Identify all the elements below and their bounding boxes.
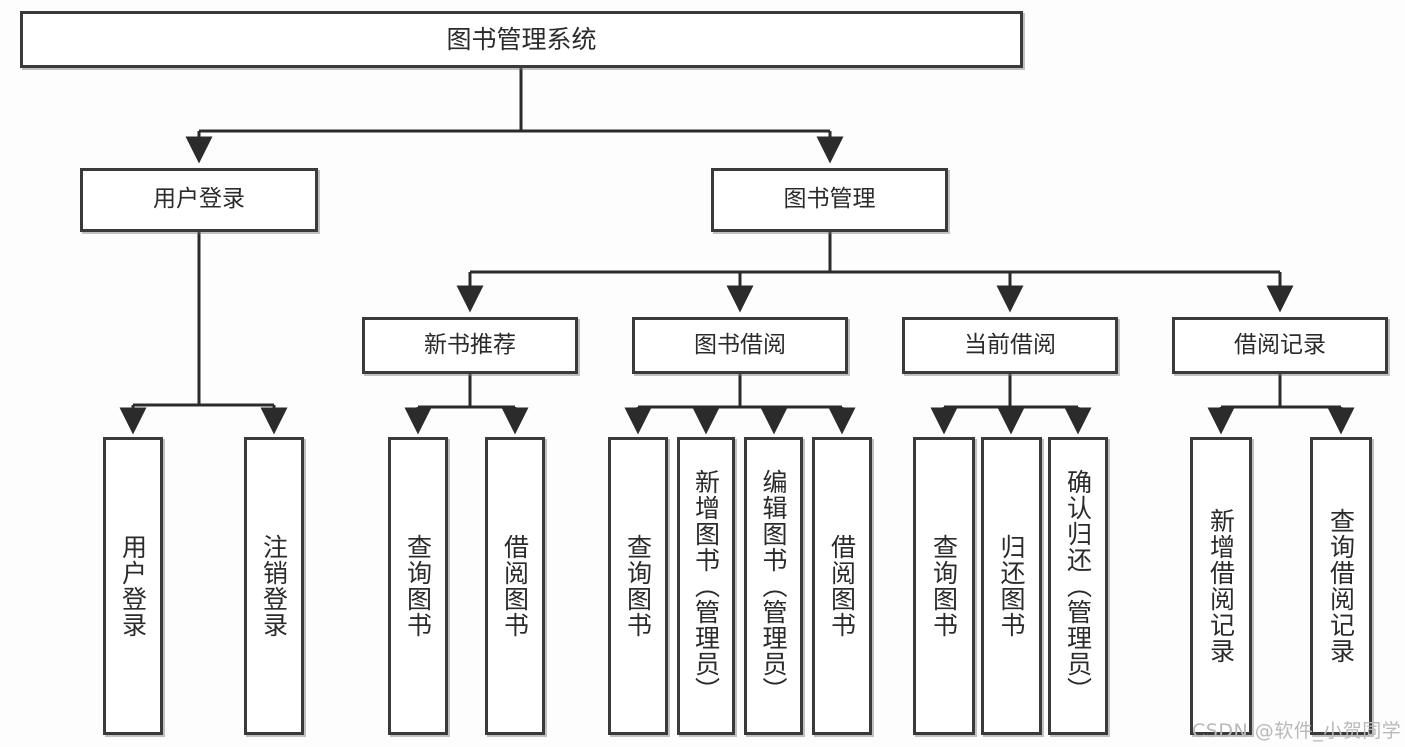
node-new-book-recommend[interactable]: 新书推荐 xyxy=(362,317,578,374)
node-leaf-add-borrow-record[interactable]: 新增借阅记录 xyxy=(1190,437,1252,735)
node-root[interactable]: 图书管理系统 xyxy=(20,11,1023,68)
node-leaf-borrow-book-2[interactable]: 借阅图书 xyxy=(812,437,872,735)
node-leaf-user-logout-label: 注销登录 xyxy=(259,534,289,638)
node-leaf-return-book[interactable]: 归还图书 xyxy=(981,437,1042,735)
node-leaf-query-book-1[interactable]: 查询图书 xyxy=(388,437,448,735)
node-user-login-label: 用户登录 xyxy=(153,186,245,213)
node-book-borrow-label: 图书借阅 xyxy=(694,331,786,358)
node-leaf-confirm-return-label: 确认归还（管理员） xyxy=(1063,469,1093,703)
node-book-manage-label: 图书管理 xyxy=(783,186,876,213)
node-leaf-edit-book[interactable]: 编辑图书（管理员） xyxy=(744,437,803,735)
node-leaf-query-book-2[interactable]: 查询图书 xyxy=(608,437,668,735)
node-leaf-borrow-book-1-label: 借阅图书 xyxy=(500,534,530,638)
node-book-borrow[interactable]: 图书借阅 xyxy=(632,317,848,374)
node-leaf-add-borrow-record-label: 新增借阅记录 xyxy=(1206,508,1236,664)
node-borrow-record-label: 借阅记录 xyxy=(1234,331,1326,358)
node-leaf-query-book-2-label: 查询图书 xyxy=(623,534,653,638)
node-leaf-return-book-label: 归还图书 xyxy=(997,534,1026,638)
node-leaf-query-borrow-record[interactable]: 查询借阅记录 xyxy=(1310,437,1372,735)
node-leaf-confirm-return[interactable]: 确认归还（管理员） xyxy=(1048,437,1108,735)
node-leaf-add-book-label: 新增图书（管理员） xyxy=(691,469,721,703)
node-book-manage[interactable]: 图书管理 xyxy=(711,168,948,232)
node-leaf-query-book-3[interactable]: 查询图书 xyxy=(913,437,975,735)
node-leaf-user-login[interactable]: 用户登录 xyxy=(103,437,163,735)
node-borrow-record[interactable]: 借阅记录 xyxy=(1172,317,1388,374)
node-leaf-user-logout[interactable]: 注销登录 xyxy=(244,437,304,735)
node-leaf-query-book-1-label: 查询图书 xyxy=(403,534,433,638)
node-leaf-user-login-label: 用户登录 xyxy=(118,534,148,638)
csdn-watermark: CSDN @软件_小贺同学 xyxy=(1192,720,1402,742)
node-new-book-recommend-label: 新书推荐 xyxy=(424,331,516,358)
node-current-borrow[interactable]: 当前借阅 xyxy=(902,317,1118,374)
node-leaf-borrow-book-2-label: 借阅图书 xyxy=(827,534,857,638)
node-current-borrow-label: 当前借阅 xyxy=(964,331,1056,358)
node-leaf-query-book-3-label: 查询图书 xyxy=(929,534,959,638)
node-leaf-edit-book-label: 编辑图书（管理员） xyxy=(759,469,788,703)
node-leaf-borrow-book-1[interactable]: 借阅图书 xyxy=(485,437,545,735)
node-leaf-add-book[interactable]: 新增图书（管理员） xyxy=(677,437,735,735)
node-leaf-query-borrow-record-label: 查询借阅记录 xyxy=(1326,508,1356,664)
node-root-label: 图书管理系统 xyxy=(446,24,597,54)
node-user-login[interactable]: 用户登录 xyxy=(80,168,318,232)
